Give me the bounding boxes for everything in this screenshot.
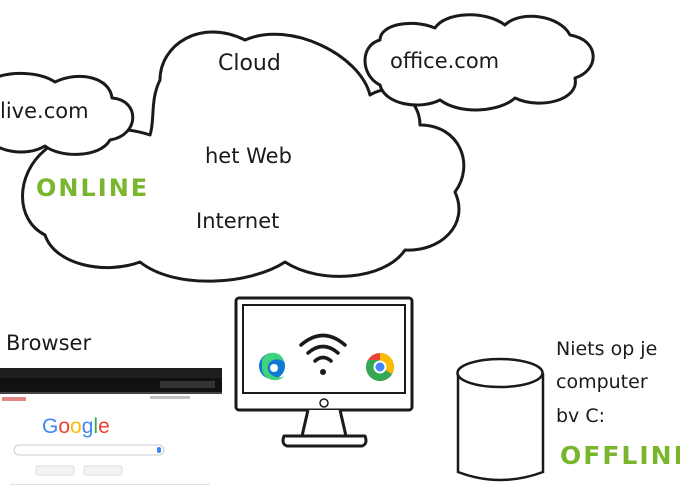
edge-icon xyxy=(259,352,285,381)
live-cloud xyxy=(0,71,135,156)
offline-label: OFFLINE xyxy=(560,441,680,470)
storage-line2: computer xyxy=(556,371,648,393)
cloud-label: Cloud xyxy=(218,51,281,76)
monitor xyxy=(234,296,414,448)
google-letter: G xyxy=(42,415,58,438)
search-button[interactable] xyxy=(35,465,75,476)
browser-screenshot: Google xyxy=(0,368,222,500)
google-letter: e xyxy=(98,415,110,438)
power-button-icon xyxy=(319,398,329,408)
lucky-button[interactable] xyxy=(83,465,123,476)
google-logo: Google xyxy=(42,415,110,438)
internet-label: Internet xyxy=(196,209,279,233)
online-label: ONLINE xyxy=(36,174,149,202)
disk-cylinder-icon xyxy=(456,357,545,482)
office-cloud xyxy=(363,13,595,112)
web-label: het Web xyxy=(205,144,292,168)
chrome-icon xyxy=(366,353,394,381)
main-cloud xyxy=(21,30,466,283)
monitor-stand xyxy=(300,409,348,438)
monitor-base xyxy=(281,434,368,448)
storage-line3: bv C: xyxy=(556,405,605,427)
google-search-box[interactable] xyxy=(13,444,165,456)
office-label: office.com xyxy=(390,49,499,73)
google-letter: g xyxy=(82,415,94,438)
browser-label: Browser xyxy=(6,331,91,355)
microphone-icon[interactable] xyxy=(157,447,161,453)
browser-tabbar xyxy=(0,368,222,378)
google-letter: o xyxy=(70,415,82,438)
storage-line1: Niets op je xyxy=(556,338,657,360)
wifi-icon xyxy=(299,333,347,375)
google-letter: o xyxy=(58,415,70,438)
live-label: live.com xyxy=(0,99,89,123)
google-letter: l xyxy=(93,415,98,438)
